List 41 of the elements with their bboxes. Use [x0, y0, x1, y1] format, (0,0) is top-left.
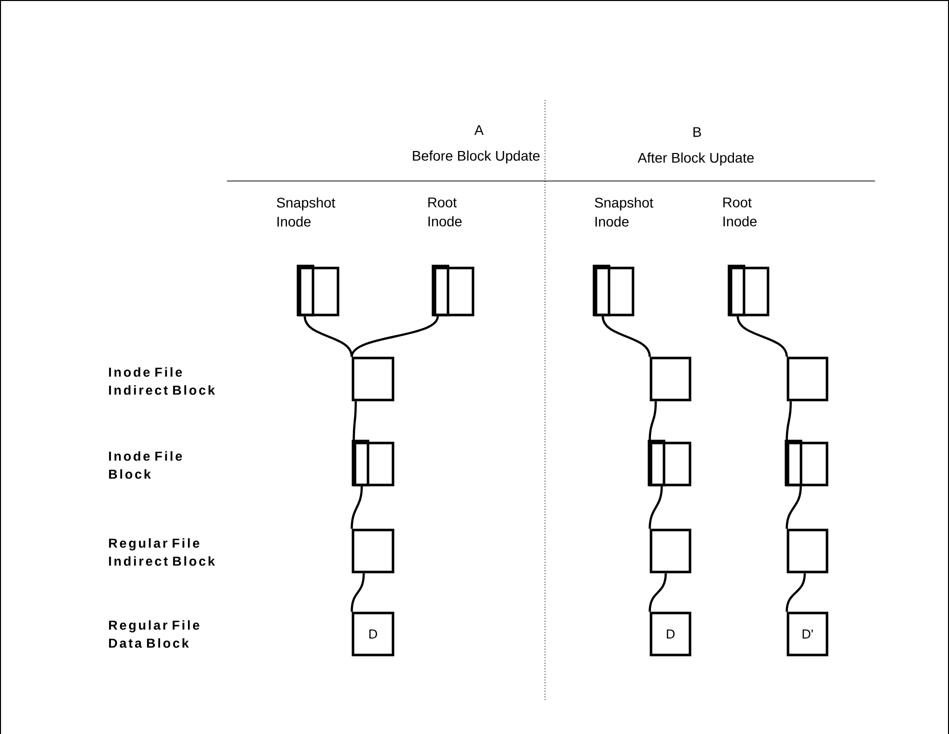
column-label: Root Inode — [723, 198, 757, 226]
connector-line — [352, 401, 357, 442]
block-box — [650, 528, 692, 574]
connector-line — [736, 316, 788, 357]
block-box — [352, 440, 394, 486]
connector-line — [786, 486, 802, 529]
row-label: Regular File Indirect Block — [109, 538, 215, 566]
block-box: D — [352, 612, 394, 656]
block-box — [296, 264, 340, 316]
panel-heading: After Block Update — [638, 152, 754, 166]
block-box: D — [650, 612, 692, 656]
block-box — [352, 356, 394, 402]
connector-line — [350, 316, 439, 358]
block-box — [786, 528, 828, 574]
block-box — [786, 356, 828, 402]
row-label: Regular File Data Block — [109, 620, 200, 648]
connector-line — [786, 401, 792, 442]
block-box — [592, 264, 634, 316]
block-box — [648, 440, 692, 486]
connector-line — [648, 573, 667, 612]
block-box: D' — [786, 612, 828, 656]
column-label: Snapshot Inode — [276, 197, 336, 227]
connector-line — [304, 316, 353, 357]
connector-line — [350, 573, 365, 612]
block-box — [650, 356, 692, 402]
panel-heading: A — [474, 125, 484, 135]
panel-heading: Before Block Update — [412, 150, 540, 164]
panel-heading: B — [693, 127, 701, 137]
block-box — [728, 264, 770, 316]
block-box — [784, 440, 828, 486]
connector-line — [350, 486, 363, 529]
block-box — [352, 528, 394, 574]
connector-line — [648, 486, 663, 529]
row-label: Inode File Block — [109, 451, 182, 479]
connector-line — [786, 573, 806, 612]
column-label: Root Inode — [428, 198, 462, 226]
column-label: Snapshot Inode — [594, 197, 654, 227]
block-box — [432, 264, 474, 316]
connector-line — [648, 401, 657, 442]
row-label: Inode File Indirect Block — [109, 367, 215, 395]
connector-line — [602, 316, 651, 357]
